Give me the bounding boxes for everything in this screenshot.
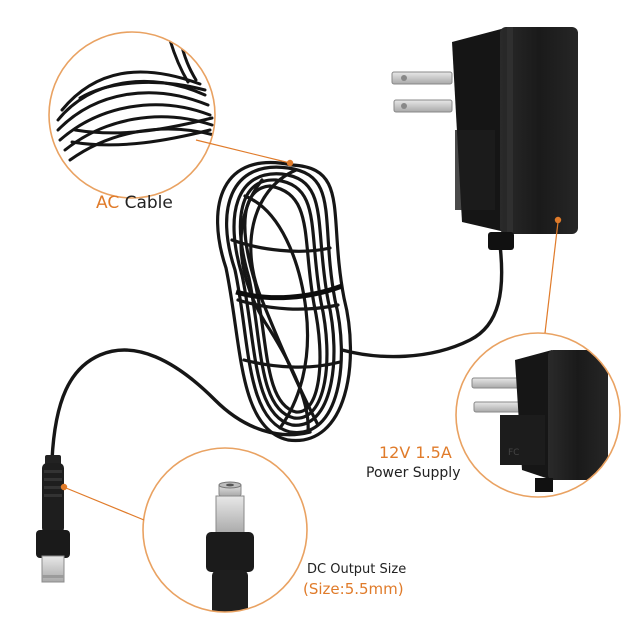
ac-cable-word: Cable — [119, 193, 173, 213]
power-supply-main — [391, 27, 578, 250]
ac-cable-label: AC Cable — [96, 195, 173, 212]
coiled-cable — [216, 161, 353, 442]
power-supply-name: Power Supply — [366, 465, 461, 481]
power-supply-spec: 12V 1.5A — [379, 443, 452, 462]
callout-power-supply: FC — [455, 216, 621, 498]
dc-output-title: DC Output Size — [307, 562, 407, 577]
dc-plug — [36, 455, 70, 583]
dc-output-size: (Size:5.5mm) — [303, 580, 404, 598]
callout-dc-output — [60, 447, 308, 613]
ac-accent-word: AC — [96, 193, 120, 213]
adapter-cable — [340, 243, 504, 359]
dc-cable — [50, 348, 312, 462]
cable-tie — [235, 283, 343, 301]
callout-ac-cable — [48, 31, 294, 199]
svg-text:FC: FC — [508, 448, 519, 458]
